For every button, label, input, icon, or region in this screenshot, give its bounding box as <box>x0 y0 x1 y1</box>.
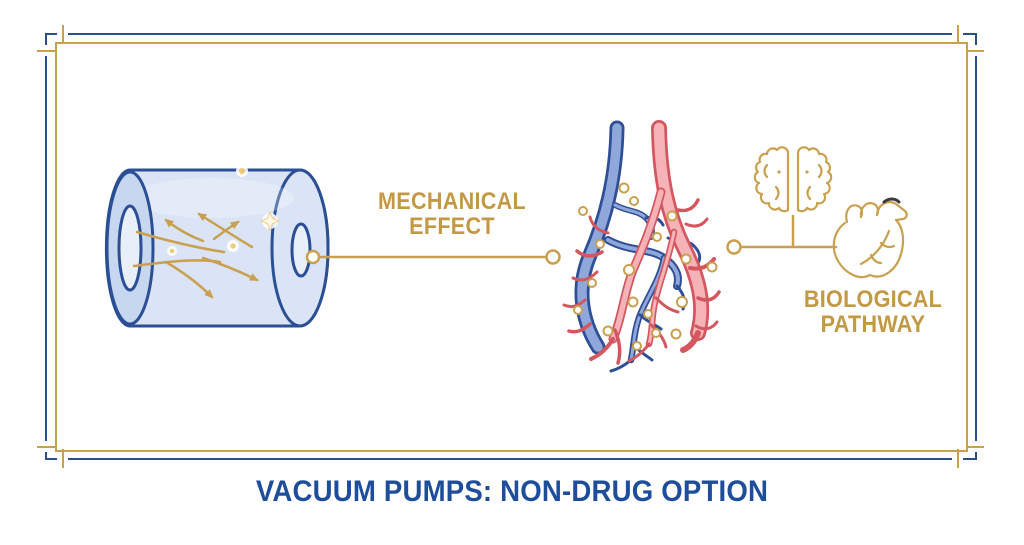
frame-corner-tick <box>957 25 959 43</box>
biological-pathway-line1: BIOLOGICAL <box>803 286 943 313</box>
heart-icon <box>832 197 908 279</box>
frame-corner-tick <box>62 25 64 43</box>
mechanical-effect-line2: EFFECT <box>409 213 495 241</box>
biological-pathway-label: BIOLOGICAL PATHWAY <box>783 286 963 339</box>
frame-corner-tick <box>966 50 984 52</box>
gold-flow-arrows-icon <box>132 212 259 299</box>
biological-pathway-line2: PATHWAY <box>820 311 926 339</box>
mechanical-effect-line1: MECHANICAL <box>378 188 526 215</box>
brain-icon <box>753 146 833 213</box>
gold-particle-ring-icon <box>573 182 718 351</box>
mechanical-effect-label: MECHANICAL EFFECT <box>362 188 542 241</box>
vacuum-pump-tube-icon <box>104 165 330 328</box>
biological-connector-line <box>726 214 838 255</box>
frame-corner-tick <box>957 449 959 468</box>
sparkle-icon <box>167 165 281 256</box>
inner-gold-frame <box>55 42 968 452</box>
frame-corner-tick <box>37 50 55 52</box>
frame-corner-tick <box>37 446 55 448</box>
frame-corner-tick <box>966 446 984 448</box>
blood-vessels-icon <box>562 120 721 373</box>
frame-corner-tick <box>62 449 64 468</box>
mechanical-connector-line <box>305 249 561 265</box>
outer-blue-frame <box>45 33 977 460</box>
page-title: VACUUM PUMPS: NON-DRUG OPTION <box>255 475 769 508</box>
